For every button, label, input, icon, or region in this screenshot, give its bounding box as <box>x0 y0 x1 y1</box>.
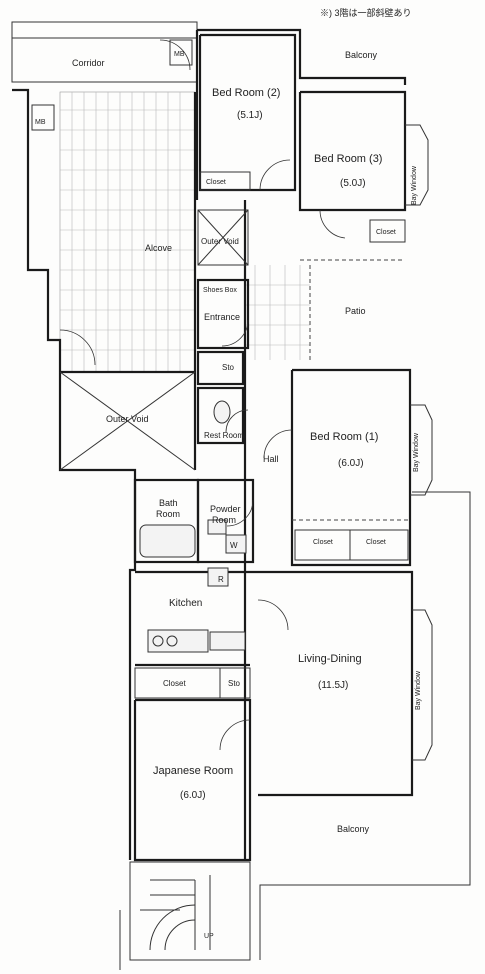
note-text: ※) 3階は一部斜壁あり <box>320 7 412 18</box>
bedroom1-size: (6.0J) <box>338 458 364 469</box>
bay-window-b1-label: Bay Window <box>413 432 420 472</box>
mb-left-label: MB <box>35 119 46 126</box>
bay-window-ld-label: Bay Window <box>415 670 422 710</box>
stairs-up-label: UP <box>204 933 214 940</box>
bedroom3-label: Bed Room (3) <box>314 153 382 165</box>
alcove-paving-grid <box>59 91 196 373</box>
bedroom1-label: Bed Room (1) <box>310 431 378 443</box>
bay-window-b3-label: Bay Window <box>411 165 418 205</box>
stove-burner-icon <box>166 635 178 647</box>
closet-b3-label: Closet <box>376 229 396 236</box>
refrigerator-icon <box>207 567 229 587</box>
sink-icon <box>209 631 246 651</box>
door-arcs <box>59 39 346 751</box>
closet-b2-box <box>199 171 251 191</box>
mb-top-box <box>169 39 193 66</box>
outer-void-upper-label: Outer Void <box>201 237 239 246</box>
bay-window-ld-shape <box>412 609 433 761</box>
patio-label: Patio <box>345 306 366 316</box>
w-label: W <box>230 541 238 550</box>
stove-burner-icon <box>152 635 164 647</box>
balcony-bottom-label: Balcony <box>337 824 370 834</box>
kitchen-counter-icon <box>147 629 209 653</box>
japanese-room-label: Japanese Room <box>153 765 233 777</box>
bedroom2-size: (5.1J) <box>237 110 263 121</box>
living-dining-size: (11.5J) <box>318 680 348 691</box>
entrance-label: Entrance <box>204 312 240 322</box>
r-label: R <box>218 575 224 584</box>
japanese-room-size: (6.0J) <box>180 790 206 801</box>
bath-room-label-2: Room <box>156 509 180 519</box>
sto-upper-label: Sto <box>222 363 235 372</box>
closet-b1b-label: Closet <box>366 539 386 546</box>
closet-b3-box <box>369 219 406 243</box>
outer-void-lower-x <box>59 371 196 471</box>
alcove-label: Alcove <box>145 243 172 253</box>
staircase <box>119 861 251 970</box>
washbasin-icon <box>207 519 227 535</box>
outer-void-lower-label: Outer Void <box>106 414 149 424</box>
living-dining-label: Living-Dining <box>298 653 362 665</box>
closet-kitchen-label: Closet <box>163 679 186 688</box>
closet-b1a-label: Closet <box>313 539 333 546</box>
powder-room-label-2: Room <box>212 515 236 525</box>
rest-room-label: Rest Room <box>204 431 244 440</box>
bath-room-label-1: Bath <box>159 498 178 508</box>
sto-kitchen-label: Sto <box>228 679 241 688</box>
kitchen-label: Kitchen <box>169 598 202 609</box>
mb-top-label: MB <box>174 51 185 58</box>
bay-window-b3-shape <box>405 124 429 206</box>
mb-left-box <box>31 104 55 131</box>
bay-window-b1-shape <box>410 404 433 496</box>
bedroom2-label: Bed Room (2) <box>212 87 280 99</box>
shoes-box-label: Shoes Box <box>203 287 237 294</box>
bathtub-icon <box>139 524 196 558</box>
closet-b2-label: Closet <box>206 179 226 186</box>
corridor-area <box>11 21 198 83</box>
outer-walls <box>12 28 471 960</box>
corridor-label: Corridor <box>72 58 105 68</box>
hall-label: Hall <box>263 454 279 464</box>
toilet-icon <box>213 400 231 424</box>
bedroom3-size: (5.0J) <box>340 178 366 189</box>
balcony-top-label: Balcony <box>345 50 378 60</box>
washer-icon <box>225 534 247 554</box>
powder-room-label-1: Powder <box>210 504 241 514</box>
closet-b1b-box <box>349 529 409 561</box>
patio-paving-grid <box>245 265 310 360</box>
sto-kitchen-box <box>219 667 251 699</box>
